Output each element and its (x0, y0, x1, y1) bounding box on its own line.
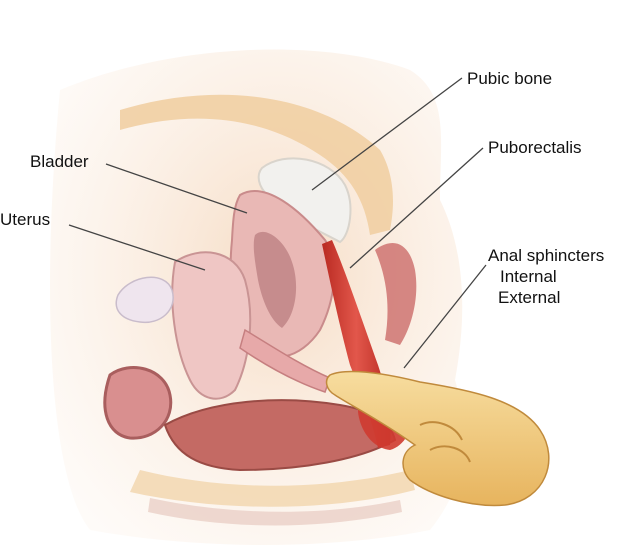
bladder-leader (105, 163, 248, 214)
label-uterus: Uterus (0, 210, 51, 229)
abdominal-wall (120, 94, 393, 235)
label-puborectalis: Puborectalis (488, 138, 582, 157)
coccyx-bands (148, 498, 402, 526)
pelvic-floor-bands (130, 470, 415, 507)
label-internal: Internal (500, 267, 557, 286)
ovary-shape (115, 276, 174, 324)
uterus-leader (68, 224, 206, 271)
puborectalis-leader (349, 147, 484, 269)
pubic-bone-leader (311, 77, 463, 191)
colon-loop (103, 366, 173, 440)
bladder-lining (253, 231, 297, 328)
label-bladder: Bladder (30, 152, 89, 171)
perineum-shape (375, 242, 417, 345)
vaginal-canal (239, 328, 331, 393)
label-pubic-bone: Pubic bone (467, 69, 553, 88)
finger-knuckles (419, 421, 471, 463)
anal-sphincters-leader (403, 264, 487, 369)
label-external: External (498, 288, 561, 307)
uterus-shape (171, 251, 252, 400)
examining-finger (325, 370, 550, 507)
label-anal-sphincters: Anal sphincters (488, 246, 605, 265)
